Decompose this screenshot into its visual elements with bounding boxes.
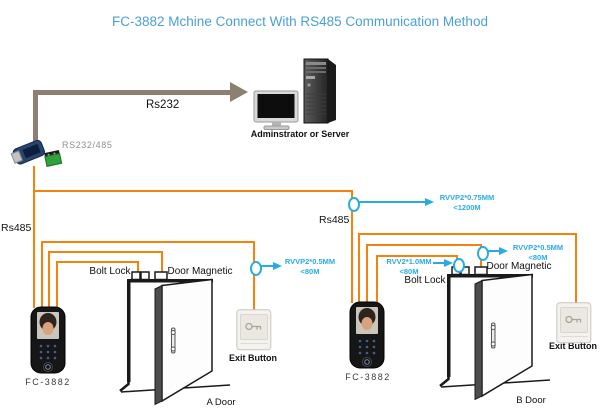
door-a-label: A Door bbox=[206, 397, 236, 408]
boltlock-b-spec-arrow bbox=[433, 262, 444, 264]
boltlock-b-label: Bolt Lock bbox=[404, 275, 446, 286]
boltlock-a-label: Bolt Lock bbox=[89, 266, 131, 277]
trunk-spec-arrowhead-icon bbox=[425, 198, 434, 206]
exit-button-a-icon bbox=[236, 309, 272, 351]
rs485-trunk-label: Rs485 bbox=[319, 214, 350, 226]
wire-doormag-a-drop bbox=[161, 251, 163, 275]
cable-node-boltlock-b-icon bbox=[453, 258, 465, 273]
wire-exit-b-drop bbox=[575, 233, 577, 303]
exit-a-spec-arrow bbox=[259, 265, 273, 267]
server-computer-icon bbox=[253, 58, 336, 130]
rs232-arrow-horizontal bbox=[33, 90, 230, 95]
fc3882-a-label: FC-3882 bbox=[25, 377, 71, 387]
wire-doormag-a-riser bbox=[48, 251, 50, 308]
cable-node-exit-a-icon bbox=[250, 261, 262, 276]
rs232-label: Rs232 bbox=[146, 99, 180, 111]
wire-exit-a-drop bbox=[253, 241, 255, 311]
doormag-b-label: Door Magnetic bbox=[486, 261, 552, 272]
exit-a-cable-spec: RVVP2*0.5MM <80M bbox=[284, 257, 336, 277]
exit-a-spec-arrowhead-icon bbox=[273, 262, 282, 270]
wire-doormag-a-run bbox=[48, 251, 163, 253]
cable-node-doormag-b-icon bbox=[477, 246, 489, 261]
server-label: Adminstrator or Server bbox=[250, 129, 350, 139]
exit-button-a-label: Exit Button bbox=[229, 353, 277, 363]
wire-boltlock-b-riser bbox=[376, 255, 378, 303]
wire-boltlock-a-riser bbox=[56, 261, 58, 308]
door-a-icon bbox=[119, 271, 231, 406]
doormag-a-label: Door Magnetic bbox=[167, 266, 233, 277]
trunk-spec-arrow bbox=[357, 201, 425, 203]
exit-button-b-label: Exit Button bbox=[549, 341, 597, 351]
wire-boltlock-a-drop bbox=[137, 261, 139, 275]
wire-doormag-b-riser bbox=[366, 244, 368, 303]
converter-label: RS232/485 bbox=[62, 140, 113, 150]
wire-doormag-b-run bbox=[366, 244, 482, 246]
door-b-label: B Door bbox=[516, 395, 546, 406]
wire-boltlock-b-run bbox=[376, 255, 458, 257]
doormag-b-spec-arrow bbox=[486, 250, 499, 252]
doormag-b-cable-spec: RVVP2*0.5MM <80M bbox=[512, 243, 564, 263]
wire-rs485-trunk-vertical bbox=[351, 190, 353, 303]
wire-exit-b-riser bbox=[358, 233, 360, 303]
fc3882-b-label: FC-3882 bbox=[345, 372, 391, 382]
fc3882-device-b-icon bbox=[349, 301, 385, 369]
door-b-icon bbox=[439, 266, 551, 401]
rs485-left-label: Rs485 bbox=[1, 222, 32, 234]
rs232-arrowhead-icon bbox=[230, 82, 248, 102]
wire-exit-a-riser bbox=[41, 241, 43, 308]
doormag-b-spec-arrowhead-icon bbox=[499, 247, 508, 255]
boltlock-b-spec-arrowhead-icon bbox=[444, 259, 453, 267]
wire-exit-b-run bbox=[358, 233, 577, 235]
wire-rs485-bus-a bbox=[33, 166, 35, 308]
fc3882-device-a-icon bbox=[30, 306, 66, 374]
trunk-cable-spec: RVVP2*0.75MM <1200M bbox=[439, 193, 495, 213]
cable-node-trunk-icon bbox=[348, 197, 360, 212]
wire-exit-a-run bbox=[41, 241, 255, 243]
exit-button-b-icon bbox=[556, 302, 592, 344]
wire-boltlock-a-run bbox=[56, 261, 139, 263]
rs232-485-converter-icon bbox=[10, 139, 63, 167]
boltlock-b-cable-spec: RVV2*1.0MM <80M bbox=[386, 257, 432, 277]
diagram-title: FC-3882 Mchine Connect With RS485 Commun… bbox=[112, 14, 488, 29]
wire-rs485-trunk-horizontal bbox=[33, 190, 353, 192]
rs232-arrow-vertical bbox=[33, 95, 38, 145]
